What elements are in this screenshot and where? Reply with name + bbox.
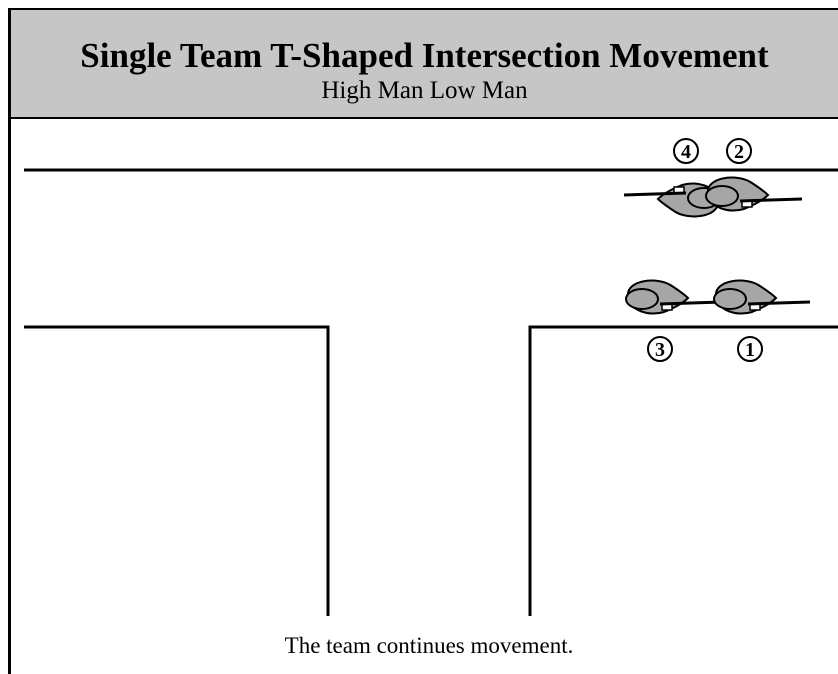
hallway-left-corner-wall (24, 325, 330, 616)
officer-number-3-label: 3 (655, 339, 665, 361)
officer-number-4-badge: 4 (673, 138, 699, 164)
officer-number-1-badge: 1 (737, 336, 763, 362)
officer-icon-1 (712, 279, 812, 315)
officer-number-2-badge: 2 (726, 138, 752, 164)
diagram-title: Single Team T-Shaped Intersection Moveme… (80, 36, 769, 75)
diagram-subtitle: High Man Low Man (321, 77, 528, 104)
officer-icon-4 (622, 182, 722, 218)
hallway-right-corner-wall (528, 325, 838, 616)
officer-icon-2 (704, 176, 804, 212)
frame-left-border (8, 8, 11, 674)
diagram-caption: The team continues movement. (284, 633, 574, 658)
officer-number-4-label: 4 (681, 141, 691, 163)
officer-number-1-label: 1 (745, 339, 755, 361)
frame-top-border (8, 8, 838, 10)
diagram-header: Single Team T-Shaped Intersection Moveme… (11, 10, 838, 119)
officer-number-2-label: 2 (734, 141, 744, 163)
officer-icon-3 (624, 279, 724, 315)
officer-number-3-badge: 3 (647, 336, 673, 362)
